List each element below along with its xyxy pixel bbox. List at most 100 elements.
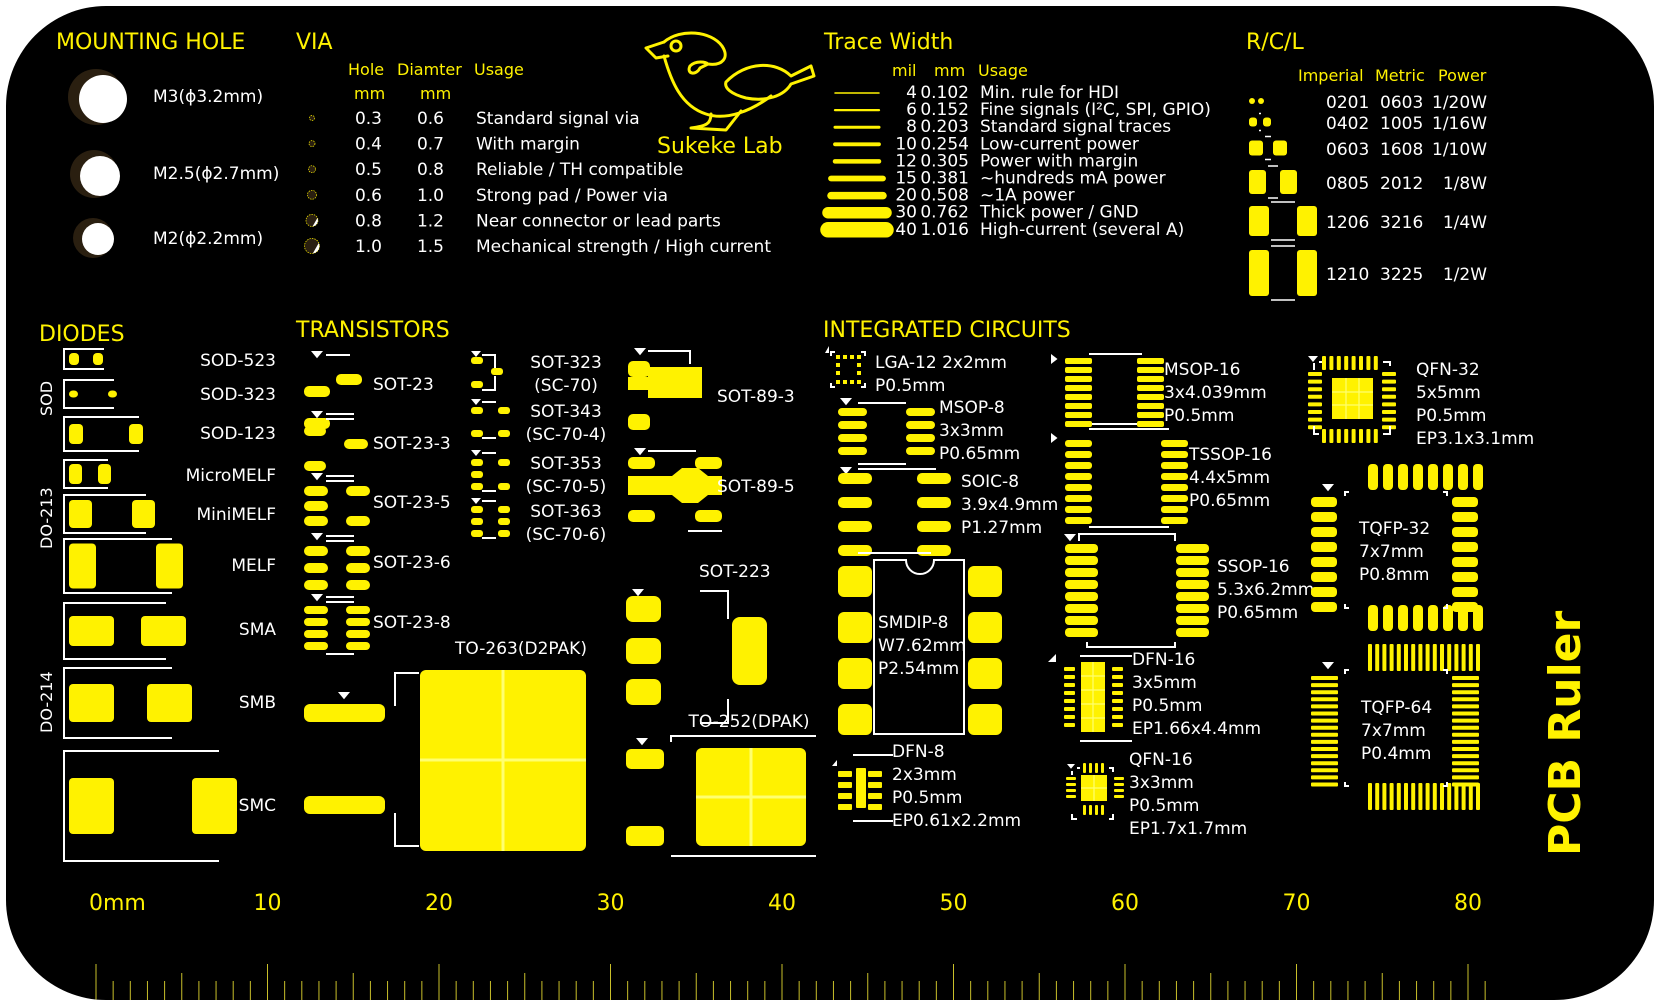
copper-pad: [968, 704, 1002, 735]
pin1-marker-icon: [632, 589, 644, 597]
via-usage: Standard signal via: [476, 109, 640, 129]
via-hole-icon: [312, 218, 318, 227]
silkscreen-outline: [326, 535, 354, 542]
copper-pad: [69, 390, 78, 398]
copper-pad: [304, 796, 385, 814]
mounting-hole-label: M3(ϕ3.2mm): [153, 87, 263, 107]
copper-pad: [1137, 421, 1164, 427]
transistor-label: SOT-323: [530, 353, 602, 373]
diode-group-do213: DO-213: [37, 487, 56, 549]
copper-pad: [1137, 412, 1164, 418]
copper-pad: [1382, 417, 1396, 422]
copper-pad: [1065, 616, 1098, 625]
copper-pad: [1112, 675, 1123, 679]
ic-label: 2x3mm: [892, 765, 957, 785]
via-diameter-value: 1.5: [417, 237, 444, 257]
copper-pad: [1249, 98, 1255, 104]
via-icon: [308, 140, 316, 147]
copper-pad: [498, 518, 510, 525]
copper-pad: [917, 473, 951, 484]
silkscreen-outline: [326, 596, 354, 603]
via-hole-value: 0.3: [355, 109, 382, 129]
copper-pad: [1065, 580, 1098, 589]
copper-pad: [628, 457, 655, 469]
copper-pad: [1065, 568, 1098, 577]
copper-pad: [1389, 644, 1394, 671]
copper-pad: [1461, 783, 1466, 810]
copper-pad: [1308, 372, 1322, 376]
copper-pad: [1112, 715, 1123, 719]
copper-pad: [857, 380, 861, 384]
ic-label: P0.65mm: [939, 444, 1020, 464]
diode-label: SMC: [239, 796, 276, 816]
copper-pad: [1308, 394, 1322, 399]
copper-pad: [836, 363, 840, 367]
transistor-label: SOT-23-6: [373, 553, 451, 573]
copper-pad: [498, 483, 510, 490]
copper-pad: [1418, 644, 1423, 671]
copper-pad: [628, 468, 722, 503]
copper-pad: [1461, 644, 1466, 671]
pin1-marker-icon: [471, 450, 481, 456]
copper-pad: [1064, 715, 1075, 719]
copper-pad: [1280, 170, 1297, 194]
copper-pad: [1066, 795, 1076, 798]
copper-pad: [838, 566, 872, 597]
via-hole-value: 0.5: [355, 160, 382, 180]
ruler-label: 40: [768, 891, 796, 916]
copper-pad: [304, 630, 328, 638]
pin1-marker-icon: [840, 467, 852, 475]
copper-pad: [471, 357, 483, 364]
rcl-imperial: 1210: [1326, 265, 1369, 285]
copper-pad: [498, 530, 510, 537]
copper-pad: [304, 386, 330, 397]
rcl-col-metric: Metric: [1375, 66, 1425, 85]
ic-label: 5x5mm: [1416, 383, 1481, 403]
copper-pad: [1366, 429, 1371, 443]
trace-usage: Low-current power: [980, 134, 1139, 154]
copper-pad: [1452, 725, 1479, 730]
copper-pad: [1311, 718, 1338, 723]
copper-pad: [732, 617, 767, 685]
thermal-relief: [1332, 378, 1373, 419]
trace-mm: 0.508: [920, 186, 969, 206]
copper-pad: [1404, 644, 1408, 671]
trace-usage: ~hundreds mA power: [980, 169, 1166, 189]
silkscreen-outline: [1344, 491, 1448, 609]
copper-pad: [471, 471, 483, 478]
copper-pad: [304, 486, 328, 496]
copper-pad: [147, 684, 192, 722]
copper-pad: [1065, 376, 1092, 382]
copper-pad: [1452, 542, 1478, 552]
copper-pad: [1311, 704, 1338, 709]
copper-pad: [1066, 783, 1076, 786]
ic-label: TQFP-64: [1360, 698, 1432, 718]
copper-pad: [1311, 711, 1338, 716]
copper-pad: [628, 367, 702, 398]
copper-pad: [1161, 462, 1188, 469]
rcl-col-power: Power: [1438, 66, 1487, 85]
ruler-label: 30: [597, 891, 625, 916]
mounting-hole-m3: [68, 69, 127, 125]
copper-pad: [1176, 604, 1209, 613]
copper-pad: [1452, 747, 1479, 751]
copper-pad: [1065, 495, 1092, 502]
rcl-col-imperial: Imperial: [1298, 66, 1364, 85]
via-col-unit: mm: [354, 84, 385, 103]
copper-pad: [192, 778, 237, 834]
trace-mil: 30: [895, 203, 917, 223]
copper-pad: [838, 793, 852, 799]
diode-label: MiniMELF: [196, 505, 276, 525]
trace-mm: 0.152: [920, 100, 969, 120]
copper-pad: [1137, 358, 1164, 364]
copper-pad: [1382, 394, 1396, 399]
copper-pad: [838, 434, 867, 442]
copper-pad: [1114, 789, 1124, 792]
copper-pad: [1396, 783, 1401, 810]
copper-pad: [917, 497, 951, 508]
via-hole-icon: [312, 243, 320, 254]
trace-mil: 15: [895, 169, 917, 189]
transistor-alt-label: (SC-70): [534, 376, 598, 396]
copper-pad: [98, 464, 111, 484]
ic-label: SSOP-16: [1217, 557, 1290, 577]
